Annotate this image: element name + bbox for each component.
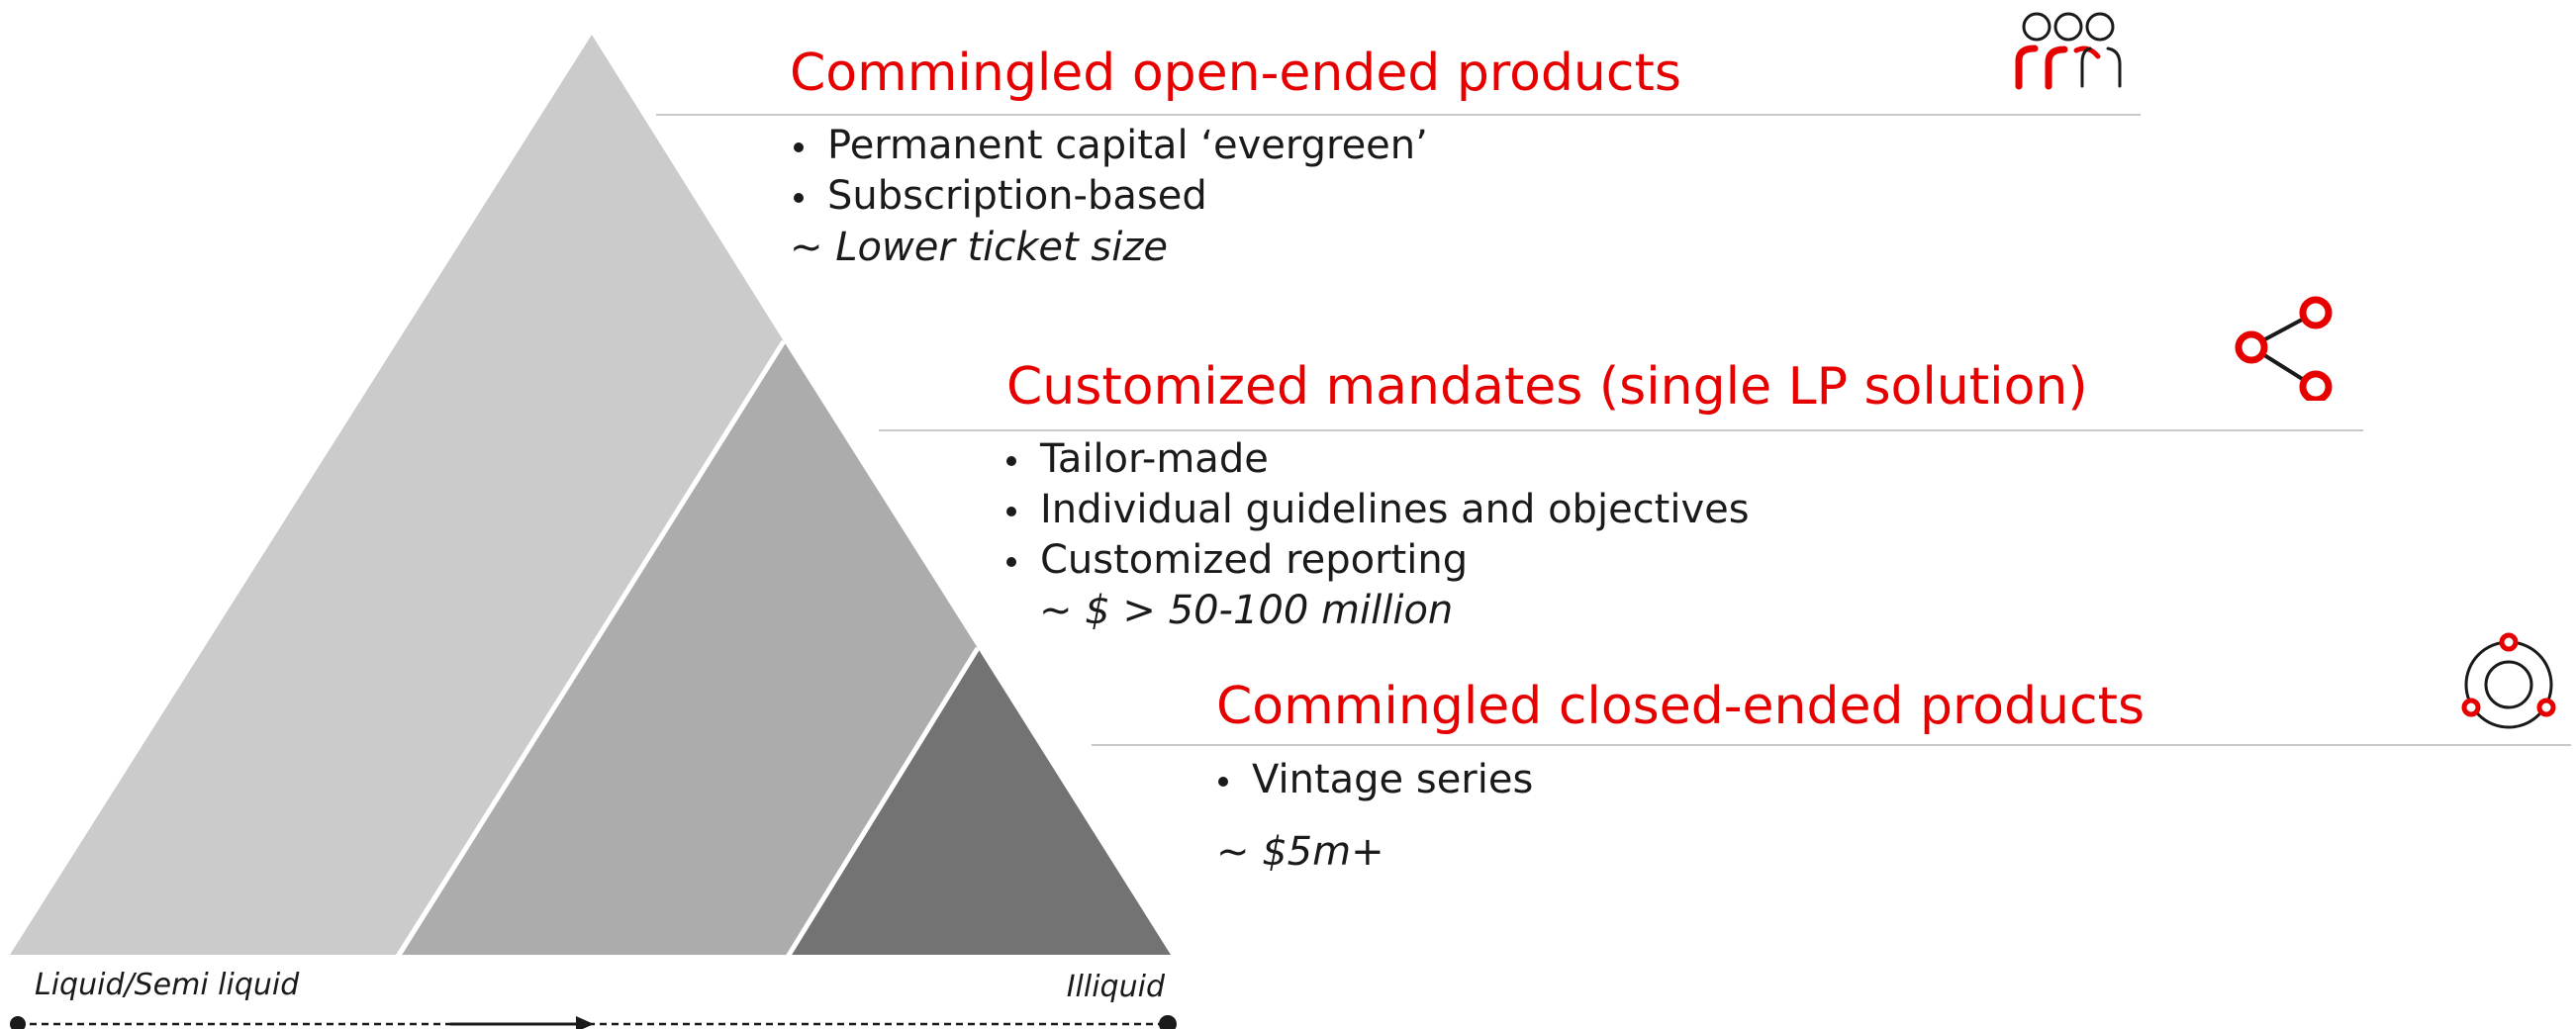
section-divider (879, 429, 2363, 431)
list-item: Permanent capital ‘evergreen’ (790, 121, 1428, 171)
list-item: Individual guidelines and objectives (1002, 485, 1750, 535)
pyramid-tier-divider (395, 339, 787, 959)
pyramid-tier-open-ended (10, 35, 784, 955)
ticket-size-note: ~ $5m+ (1216, 829, 1384, 875)
axis-end-dot (1159, 1015, 1177, 1029)
bullet-list: Vintage series (1214, 755, 1533, 805)
list-item: Vintage series (1214, 755, 1533, 805)
section-divider (656, 114, 2141, 116)
arrow-right-icon (576, 1016, 594, 1029)
pyramid-tier-closed-ended (789, 648, 1171, 955)
axis-start-dot (10, 1016, 26, 1029)
section-title-customized-mandates: Customized mandates (single LP solution) (1006, 357, 2088, 417)
list-item: Customized reporting (1002, 535, 1750, 586)
bullet-list: Tailor-made Individual guidelines and ob… (1002, 434, 1750, 586)
share-nodes-icon (2235, 296, 2333, 401)
orbit-cycle-icon (2461, 632, 2556, 729)
list-item: Subscription-based (790, 171, 1428, 222)
section-title-closed-ended: Commingled closed-ended products (1216, 677, 2146, 736)
axis-label-illiquid: Illiquid (1066, 970, 1165, 1004)
people-group-icon (2015, 12, 2122, 90)
section-title-open-ended: Commingled open-ended products (790, 44, 1681, 103)
pyramid-tier-customized-mandates (401, 341, 978, 955)
ticket-size-note: ~ $ > 50-100 million (1039, 588, 1454, 633)
list-item: Tailor-made (1002, 434, 1750, 485)
pyramid-tier-divider (785, 646, 981, 959)
bullet-list: Permanent capital ‘evergreen’ Subscripti… (790, 121, 1428, 222)
section-divider (1092, 744, 2571, 746)
axis-label-liquid: Liquid/Semi liquid (35, 968, 300, 1002)
ticket-size-note: ~ Lower ticket size (790, 225, 1168, 270)
